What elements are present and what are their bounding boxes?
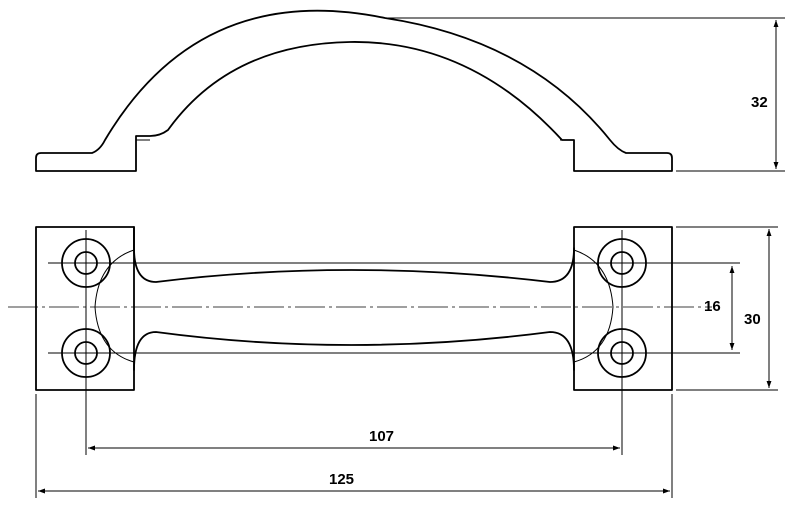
dimension-height: 32 [385,17,785,172]
dimension-hole-spacing-vertical: 16 [704,266,735,350]
top-view [8,226,740,455]
dimension-label-30: 30 [744,311,761,328]
hole-bottom-left [61,328,111,378]
left-base-plate [35,226,135,391]
hole-top-right [597,238,647,288]
dimension-overall-length: 125 [35,394,673,498]
hole-top-left [61,238,111,288]
left-bevel [94,249,135,363]
dimension-base-width: 30 [676,226,778,391]
right-base-plate [573,226,673,391]
dimension-label-height: 32 [751,94,768,111]
grip-body [133,226,575,371]
dimension-label-16: 16 [704,298,721,315]
side-view-outline [35,9,673,172]
dimension-label-125: 125 [329,471,354,488]
dimension-label-107: 107 [369,428,394,445]
hole-bottom-right [597,328,647,378]
dimension-hole-spacing-horizontal: 107 [88,428,620,451]
right-bevel [573,249,614,363]
side-view [35,9,673,172]
